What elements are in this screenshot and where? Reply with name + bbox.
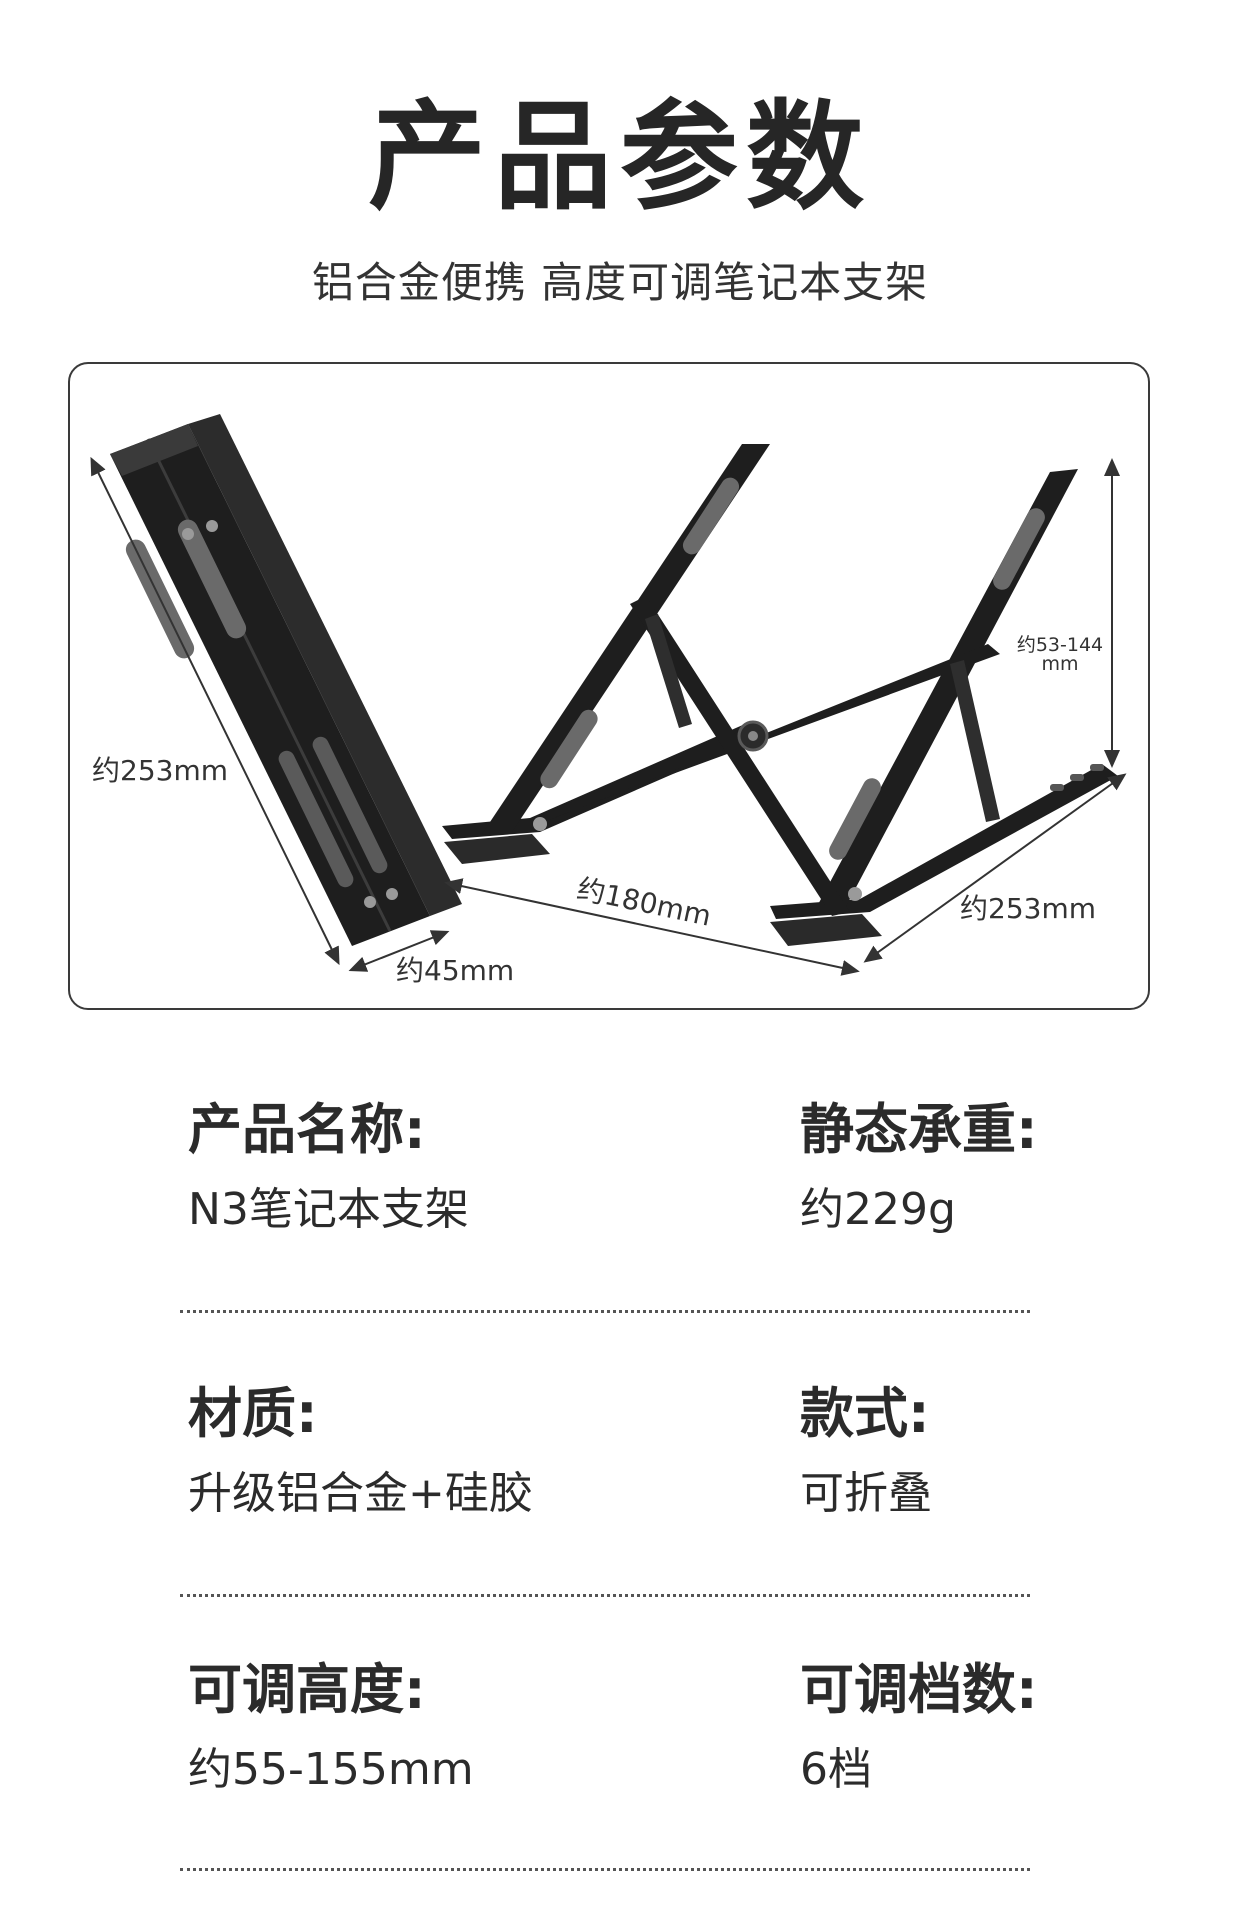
spec-value: 可折叠 <box>800 1468 932 1519</box>
open-stand <box>442 444 1118 946</box>
spec-style: 款式: 可折叠 <box>800 1382 932 1522</box>
spec-label: 材质: <box>188 1382 318 1445</box>
dim-height-value: 约53-144 <box>1016 634 1104 656</box>
dim-height-range: 约53-144 mm <box>1010 636 1110 674</box>
spec-value: N3笔记本支架 <box>188 1184 469 1235</box>
spec-adjustable-levels: 可调档数: 6档 <box>800 1658 1038 1798</box>
spec-static-load: 静态承重: 约229g <box>800 1098 1038 1238</box>
dim-folded-width: 约45mm <box>396 954 515 987</box>
divider <box>180 1310 1030 1313</box>
spec-material: 材质: 升级铝合金+硅胶 <box>188 1382 533 1522</box>
dim-height-unit: mm <box>1041 653 1079 675</box>
folded-stand <box>110 414 462 946</box>
dim-stand-depth: 约253mm <box>960 892 1096 925</box>
dimension-lines <box>90 456 1127 976</box>
spec-adjustable-height: 可调高度: 约55-155mm <box>188 1658 474 1798</box>
spec-value: 升级铝合金+硅胶 <box>188 1468 533 1519</box>
dim-folded-length: 约253mm <box>92 754 228 787</box>
spec-label: 款式: <box>800 1382 930 1445</box>
page-subtitle: 铝合金便携 高度可调笔记本支架 <box>311 258 929 307</box>
divider <box>180 1594 1030 1597</box>
laptop-stand-illustration <box>90 414 1127 976</box>
spec-product-name: 产品名称: N3笔记本支架 <box>188 1098 469 1238</box>
product-dimension-figure: 约253mm 约45mm 约180mm 约253mm 约53-144 mm <box>68 362 1150 1010</box>
spec-label: 可调高度: <box>188 1658 426 1721</box>
spec-label: 可调档数: <box>800 1658 1038 1721</box>
divider <box>180 1868 1030 1871</box>
spec-label: 静态承重: <box>800 1098 1038 1161</box>
page-title: 产品参数 <box>367 88 872 226</box>
spec-value: 约229g <box>800 1184 956 1235</box>
spec-label: 产品名称: <box>188 1098 426 1161</box>
spec-value: 约55-155mm <box>188 1744 474 1795</box>
spec-value: 6档 <box>800 1744 872 1795</box>
